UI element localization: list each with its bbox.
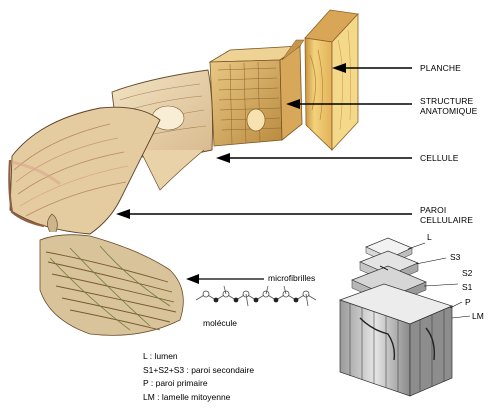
- anatomical-block-illustration: [208, 39, 305, 147]
- wall-layers-illustration: [338, 237, 453, 397]
- layer-label-s2: S2: [462, 268, 473, 278]
- label-molecule: molécule: [203, 318, 238, 328]
- arrow-planche: [332, 63, 412, 73]
- arrows: [116, 63, 471, 319]
- legend-item-lamelle-mitoyenne: LM : lamelle mitoyenne: [143, 391, 231, 402]
- label-paroi-line2: CELLULAIRE: [420, 215, 473, 225]
- layer-label-l: L: [427, 232, 432, 242]
- legend-item-paroi-secondaire: S1+S2+S3 : paroi secondaire: [143, 364, 255, 375]
- label-structure-line1: STRUCTURE: [420, 96, 474, 106]
- cell-wall-illustration: [8, 106, 161, 235]
- arrow-structure: [286, 99, 412, 109]
- label-planche: PLANCHE: [420, 63, 461, 73]
- label-microfibrilles: microfibrilles: [268, 273, 316, 283]
- layer-label-lm: LM: [472, 311, 484, 321]
- arrow-cellule: [216, 153, 412, 163]
- label-cellule: CELLULE: [420, 153, 459, 163]
- legend: L : lumen S1+S2+S3 : paroi secondaire P …: [143, 350, 254, 404]
- legend-item-lumen: L : lumen: [143, 351, 178, 361]
- layer-label-p: P: [465, 297, 471, 307]
- label-structure-anatomique: STRUCTURE ANATOMIQUE: [420, 96, 477, 116]
- layer-leader-lines: [407, 242, 471, 319]
- label-paroi-cellulaire: PAROI CELLULAIRE: [420, 205, 473, 225]
- label-structure-line2: ANATOMIQUE: [420, 106, 478, 116]
- legend-item-paroi-primaire: P : paroi primaire: [143, 378, 208, 388]
- microfibrils-illustration: [39, 213, 184, 336]
- arrow-paroi: [116, 209, 412, 219]
- label-paroi-line1: PAROI: [420, 205, 447, 215]
- arrow-microfibrilles: [186, 274, 264, 284]
- plank-illustration: [304, 9, 359, 152]
- layer-label-s1: S1: [462, 282, 473, 292]
- molecule-illustration: [195, 285, 317, 307]
- layer-label-s3: S3: [450, 252, 461, 262]
